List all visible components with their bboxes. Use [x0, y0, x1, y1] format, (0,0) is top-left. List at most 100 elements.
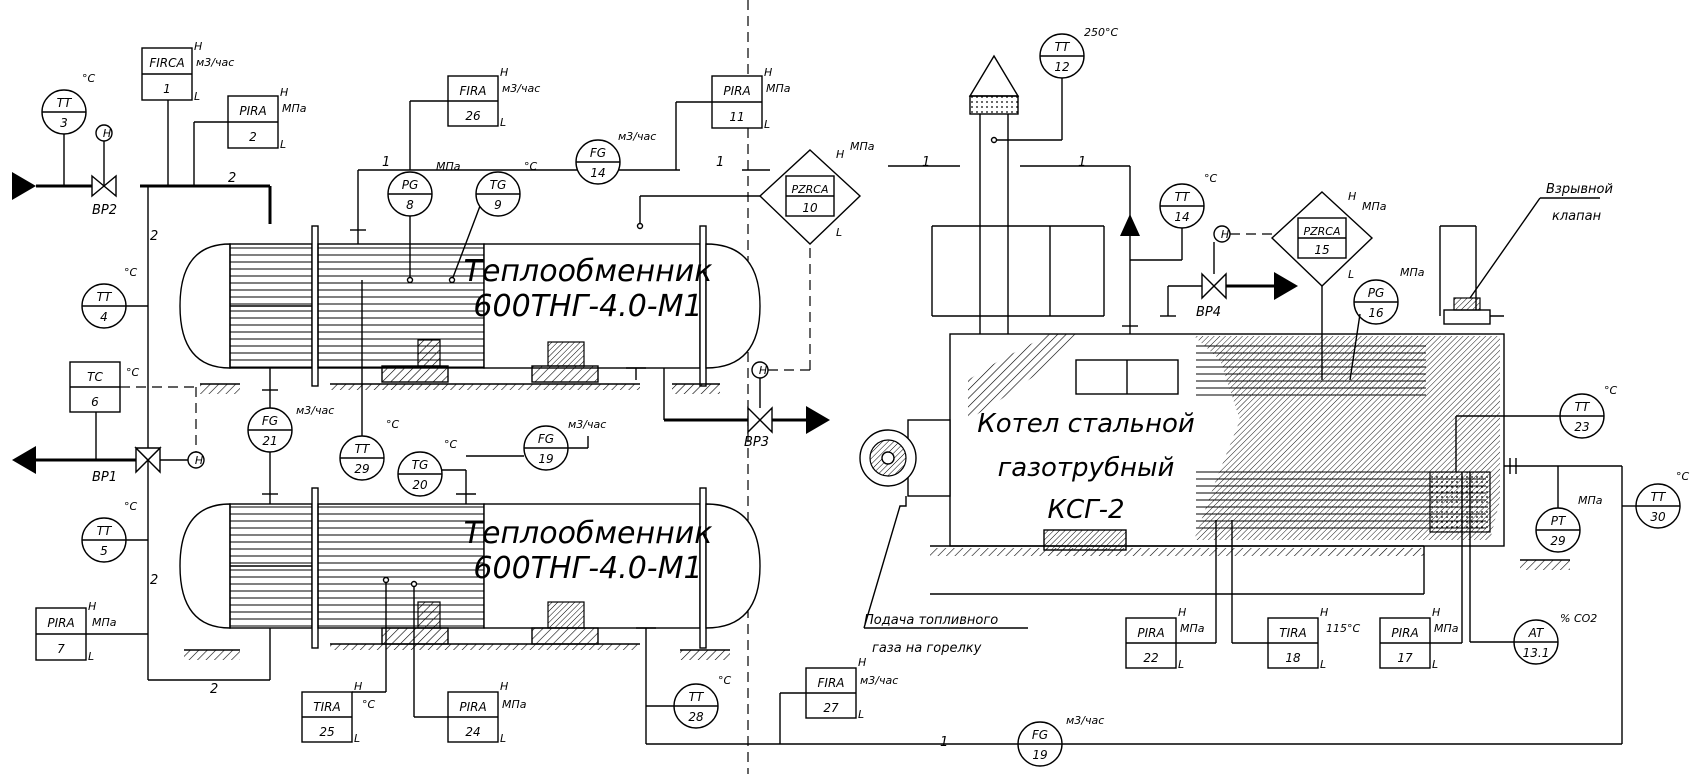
instrument-tira-25[interactable] [301, 576, 390, 743]
instrument-tt-4[interactable] [81, 283, 148, 329]
bp3-actuator-label: Н [759, 364, 767, 377]
blast-valve[interactable] [1443, 197, 1600, 325]
tt-12-tag: TT [1055, 40, 1071, 54]
valve-bp4[interactable] [1160, 225, 1298, 317]
instrument-firca-1[interactable] [141, 47, 193, 186]
instrument-pzrca-10[interactable] [636, 149, 862, 245]
instrument-pt-29[interactable] [1535, 466, 1581, 553]
firca-1-unit: м3/час [196, 56, 234, 69]
burner[interactable] [859, 419, 951, 629]
tt-28-num: 28 [688, 710, 704, 724]
fg-21-unit: м3/час [296, 404, 334, 417]
instrument-tt-14[interactable] [1130, 183, 1205, 261]
pg-16-num: 16 [1368, 306, 1384, 320]
tt-30-unit: °С [1676, 470, 1690, 483]
fira-27-unit: м3/час [860, 674, 898, 687]
fira-27-h: Н [858, 656, 866, 669]
heat-exchanger-1[interactable] [179, 225, 761, 387]
heat-exchanger-2-title: Теплообменник [464, 516, 713, 551]
instrument-pg-8[interactable] [387, 171, 433, 284]
instrument-pg-16[interactable] [1349, 279, 1399, 381]
instrument-tt-12[interactable] [990, 33, 1085, 144]
tira-18-num: 18 [1285, 651, 1301, 665]
instrument-tt-29[interactable] [339, 280, 385, 481]
valve-bp3[interactable] [747, 232, 830, 434]
tira-25-unit: °С [362, 698, 376, 711]
pira-17-tag: PIRA [1391, 626, 1418, 640]
tt-28-tag: TT [689, 690, 705, 704]
pira-17-l: L [1432, 658, 1438, 671]
pzrca-10-tag: PZRCA [791, 183, 828, 196]
fira-26-h: Н [500, 66, 508, 79]
instrument-tt-23[interactable] [1455, 393, 1605, 472]
instrument-pira-7[interactable] [35, 607, 148, 661]
fira-26-num: 26 [465, 109, 481, 123]
heat-exchanger-1-title: Теплообменник [464, 254, 713, 289]
instrument-tt-30[interactable] [1622, 483, 1681, 529]
pzrca-15-num: 15 [1314, 243, 1329, 257]
fira-27-num: 27 [823, 701, 839, 715]
fg-19-mid-tag: FG [538, 432, 554, 446]
pt-29-tag: PT [1551, 514, 1567, 528]
firca-1-num: 1 [163, 82, 171, 96]
tt-5-unit: °С [124, 500, 138, 513]
pipe-label-1b: 1 [716, 155, 724, 170]
pira-2-l: L [280, 138, 286, 151]
tt-30-tag: TT [1651, 490, 1667, 504]
pg-8-num: 8 [406, 198, 414, 212]
instrument-fg-19-bottom[interactable] [1017, 721, 1063, 767]
tg-9-unit: °С [524, 160, 538, 173]
pira-2-num: 2 [249, 130, 257, 144]
instrument-tt-3[interactable] [41, 89, 87, 186]
pipe-label-1a: 1 [382, 155, 390, 170]
tt-4-num: 4 [100, 310, 108, 324]
heat-exchanger-2[interactable] [179, 487, 761, 649]
at-13-1-tag: AT [1528, 626, 1545, 640]
instrument-pira-22[interactable] [1125, 520, 1217, 669]
instrument-tc-6[interactable] [69, 361, 197, 460]
pzrca-10-l: L [836, 226, 842, 239]
pipe-label-1c: 1 [922, 155, 930, 170]
pira-22-l: L [1178, 658, 1184, 671]
tt-4-tag: TT [97, 290, 113, 304]
instrument-pira-11[interactable] [675, 75, 763, 170]
instrument-pira-2[interactable] [193, 95, 279, 186]
pira-22-unit: МПа [1180, 622, 1205, 635]
pipe-label-2a: 2 [228, 171, 236, 186]
pira-7-tag: PIRA [47, 616, 74, 630]
pira-24-h: Н [500, 680, 508, 693]
instrument-pzrca-15[interactable] [1270, 191, 1374, 380]
pira-2-unit: МПа [282, 102, 307, 115]
instrument-tt-28[interactable] [646, 683, 719, 729]
tt-30-num: 30 [1650, 510, 1666, 524]
instrument-fg-19-mid[interactable] [466, 425, 589, 471]
instrument-tg-20[interactable] [397, 451, 467, 497]
valve-bp2[interactable] [91, 124, 117, 198]
fira-27-tag: FIRA [818, 676, 845, 690]
instrument-at-13-1[interactable] [1469, 472, 1559, 665]
boiler-ksg2[interactable] [930, 333, 1505, 595]
instrument-fira-26[interactable] [409, 75, 499, 170]
exchanger-1-supports [200, 339, 720, 394]
tt-28-unit: °С [718, 674, 732, 687]
instrument-fira-27[interactable] [779, 667, 857, 744]
tira-18-tag: TIRA [1279, 626, 1306, 640]
valve-bp1[interactable] [134, 446, 205, 474]
pg-8-unit: МПа [436, 160, 461, 173]
instrument-fg-14[interactable] [575, 139, 621, 185]
instrument-fg-21[interactable] [247, 407, 293, 453]
pzrca-15-h: Н [1348, 190, 1356, 203]
instrument-tg-9[interactable] [448, 171, 521, 284]
instrument-tt-5[interactable] [81, 517, 148, 563]
tc-6-unit: °С [126, 366, 140, 379]
pira-11-h: Н [764, 66, 772, 79]
instrument-pira-17[interactable] [1379, 472, 1463, 669]
tira-18-h: Н [1320, 606, 1328, 619]
at-13-1-num: 13.1 [1523, 646, 1550, 660]
instrument-pira-24[interactable] [410, 580, 499, 743]
blast-valve-line2: клапан [1552, 209, 1602, 224]
instrument-tira-18[interactable] [1231, 520, 1319, 669]
boiler-title-line3: КСГ-2 [1047, 495, 1124, 525]
tt-14-unit: °С [1204, 172, 1218, 185]
fira-26-unit: м3/час [502, 82, 540, 95]
